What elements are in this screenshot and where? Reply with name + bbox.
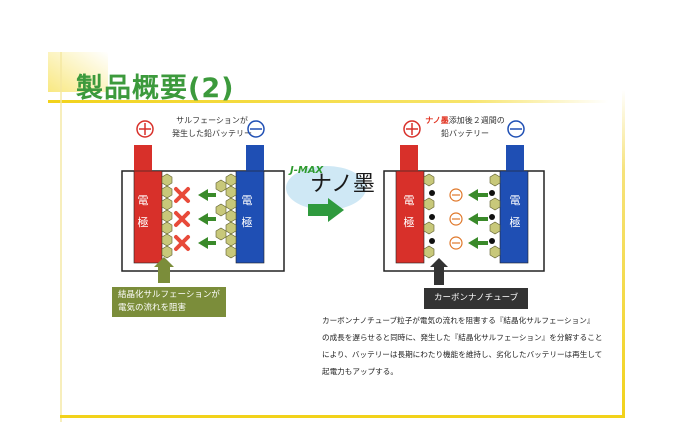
right-caption-rest: 添加後２週間の — [448, 116, 505, 125]
plus-icon — [136, 120, 154, 138]
label-pointer-right — [430, 258, 448, 285]
left-caption: サルフェーションが 発生した鉛バッテリー — [152, 114, 272, 140]
right-battery-diagram — [383, 120, 545, 285]
right-positive-electrode — [395, 145, 425, 264]
nanotube-crystals-right — [489, 173, 501, 259]
left-positive-electrode — [133, 145, 163, 264]
right-electrode-label-neg: 電 極 — [508, 190, 522, 234]
right-label-box: カーボンナノチューブ — [424, 288, 529, 309]
description-line4: 起電力もアップする。 — [322, 367, 398, 376]
left-electrode-char4: 極 — [241, 216, 253, 229]
sulfation-crystals-left — [161, 173, 173, 259]
left-electrode-char3: 電 — [241, 194, 253, 207]
current-arrows-left — [198, 189, 216, 249]
page-title: 製品概要(2) — [76, 73, 235, 104]
description-line2: の成長を遅らせると同時に、発生した『結晶化サルフェーション』を分解すること — [322, 333, 603, 342]
left-label-box: 結晶化サルフェーションが 電気の流れを阻害 — [112, 287, 226, 317]
cloud-bubble — [286, 166, 366, 210]
left-negative-electrode — [235, 145, 265, 264]
left-caption-line2: 発生した鉛バッテリー — [172, 129, 252, 138]
right-electrode-char3: 電 — [509, 194, 521, 207]
right-electrode-char1: 電 — [403, 194, 415, 207]
description-line1: カーボンナノチューブ粒子が電気の流れを阻害する『結晶化サルフェーション』 — [322, 316, 595, 325]
left-electrode-label-neg: 電 極 — [240, 190, 254, 234]
left-electrode-char1: 電 — [137, 194, 149, 207]
right-electrode-char2: 極 — [403, 216, 415, 229]
sulfation-crystals-right — [215, 173, 237, 259]
ion-circles — [449, 188, 463, 250]
right-electrode-label-pos: 電 極 — [402, 190, 416, 234]
blocked-x-marks — [174, 187, 190, 251]
description: カーボンナノチューブ粒子が電気の流れを阻害する『結晶化サルフェーション』 の成長… — [322, 312, 622, 380]
right-electrode-char4: 極 — [509, 216, 521, 229]
plus-icon — [403, 120, 421, 138]
right-caption-highlight: ナノ墨 — [425, 116, 449, 125]
left-battery-diagram — [121, 120, 285, 283]
left-electrode-label-pos: 電 極 — [136, 190, 150, 234]
right-caption-line2: 鉛バッテリー — [441, 129, 489, 138]
product-name: ナノ墨 — [310, 172, 375, 197]
left-label-line1: 結晶化サルフェーションが — [118, 290, 220, 300]
left-caption-line1: サルフェーションが — [176, 116, 248, 125]
current-arrows-right — [468, 189, 488, 249]
nanotube-crystals-left — [423, 173, 435, 259]
right-negative-electrode — [499, 145, 529, 264]
label-pointer-left — [154, 257, 174, 283]
minus-icon — [247, 120, 265, 138]
product-badge — [286, 166, 366, 222]
left-electrode-char2: 極 — [137, 216, 149, 229]
right-caption: ナノ墨添加後２週間の 鉛バッテリー — [410, 114, 520, 140]
minus-icon — [507, 120, 525, 138]
left-label-line2: 電気の流れを阻害 — [118, 303, 187, 313]
description-line3: により、バッテリーは長期にわたり機能を維持し、劣化したバッテリーは再生して — [322, 350, 603, 359]
green-arrow-icon — [308, 198, 344, 222]
jmax-label: J-MAX — [290, 165, 324, 176]
